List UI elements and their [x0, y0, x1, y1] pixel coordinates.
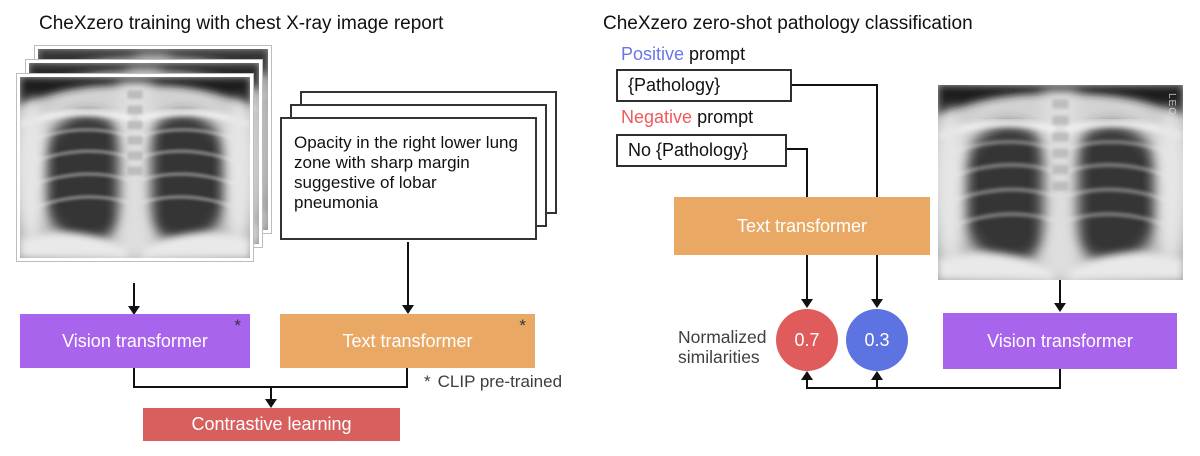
prompt-word: prompt: [697, 107, 754, 127]
negative-similarity-circle: 0.3: [846, 309, 908, 371]
report-text: Opacity in the right lower lung zone wit…: [294, 133, 518, 212]
arrowhead-icon: [801, 299, 813, 308]
arrowhead-icon: [801, 371, 813, 380]
contrastive-learning-label: Contrastive learning: [191, 414, 352, 434]
connector-line: [1059, 280, 1061, 304]
positive-word: Positive: [621, 44, 685, 64]
xray-side-marker: LEO: [1165, 92, 1177, 117]
text-transformer-box-training: Text transformer *: [280, 314, 535, 368]
clip-pretrained-note: *CLIP pre-trained: [424, 372, 563, 391]
arrowhead-icon: [871, 371, 883, 380]
normalized-similarities-label: Normalized similarities: [678, 327, 767, 367]
positive-score: 0.7: [794, 329, 820, 350]
connector-line: [406, 368, 408, 388]
connector-line: [876, 255, 878, 300]
prompt-word: prompt: [689, 44, 746, 64]
connector-line: [407, 242, 409, 306]
asterisk-icon: *: [424, 372, 431, 391]
positive-prompt-label: Positive prompt: [621, 44, 745, 65]
text-transformer-label: Text transformer: [736, 215, 868, 236]
report-card-front: Opacity in the right lower lung zone wit…: [280, 117, 537, 240]
right-panel-title: CheXzero zero-shot pathology classificat…: [603, 13, 973, 34]
arrowhead-icon: [402, 305, 414, 314]
vision-transformer-box-inference: Vision transformer: [943, 313, 1177, 369]
vision-transformer-label: Vision transformer: [987, 330, 1133, 351]
chest-xray-image-training: [17, 74, 253, 261]
connector-line: [133, 283, 135, 307]
text-transformer-box-inference: Text transformer: [674, 197, 930, 255]
connector-line: [806, 148, 808, 197]
vision-transformer-box-training: Vision transformer *: [20, 314, 250, 368]
connector-line: [1059, 369, 1061, 389]
arrowhead-icon: [265, 399, 277, 408]
negative-word: Negative: [621, 107, 693, 127]
connector-line: [806, 387, 1061, 389]
connector-line: [876, 84, 878, 197]
connector-line: [133, 386, 408, 388]
chest-xray-image-inference: LEO: [938, 85, 1183, 280]
connector-line: [792, 84, 878, 86]
negative-prompt-box: No {Pathology}: [616, 134, 787, 167]
text-transformer-label: Text transformer: [342, 330, 473, 351]
negative-score: 0.3: [864, 329, 890, 350]
positive-similarity-circle: 0.7: [776, 309, 838, 371]
arrowhead-icon: [871, 299, 883, 308]
clip-pretrained-asterisk: *: [234, 316, 241, 335]
arrowhead-icon: [128, 306, 140, 315]
positive-prompt-box: {Pathology}: [616, 69, 792, 102]
connector-line: [133, 368, 135, 388]
connector-line: [806, 380, 808, 388]
arrowhead-icon: [1054, 303, 1066, 312]
clip-pretrained-asterisk: *: [519, 316, 526, 335]
connector-line: [806, 255, 808, 300]
left-panel-title: CheXzero training with chest X-ray image…: [39, 13, 444, 34]
connector-line: [270, 388, 272, 400]
vision-transformer-label: Vision transformer: [62, 330, 208, 351]
connector-line: [876, 380, 878, 388]
connector-line: [787, 148, 808, 150]
contrastive-learning-box: Contrastive learning: [143, 408, 400, 441]
negative-prompt-label: Negative prompt: [621, 107, 753, 128]
